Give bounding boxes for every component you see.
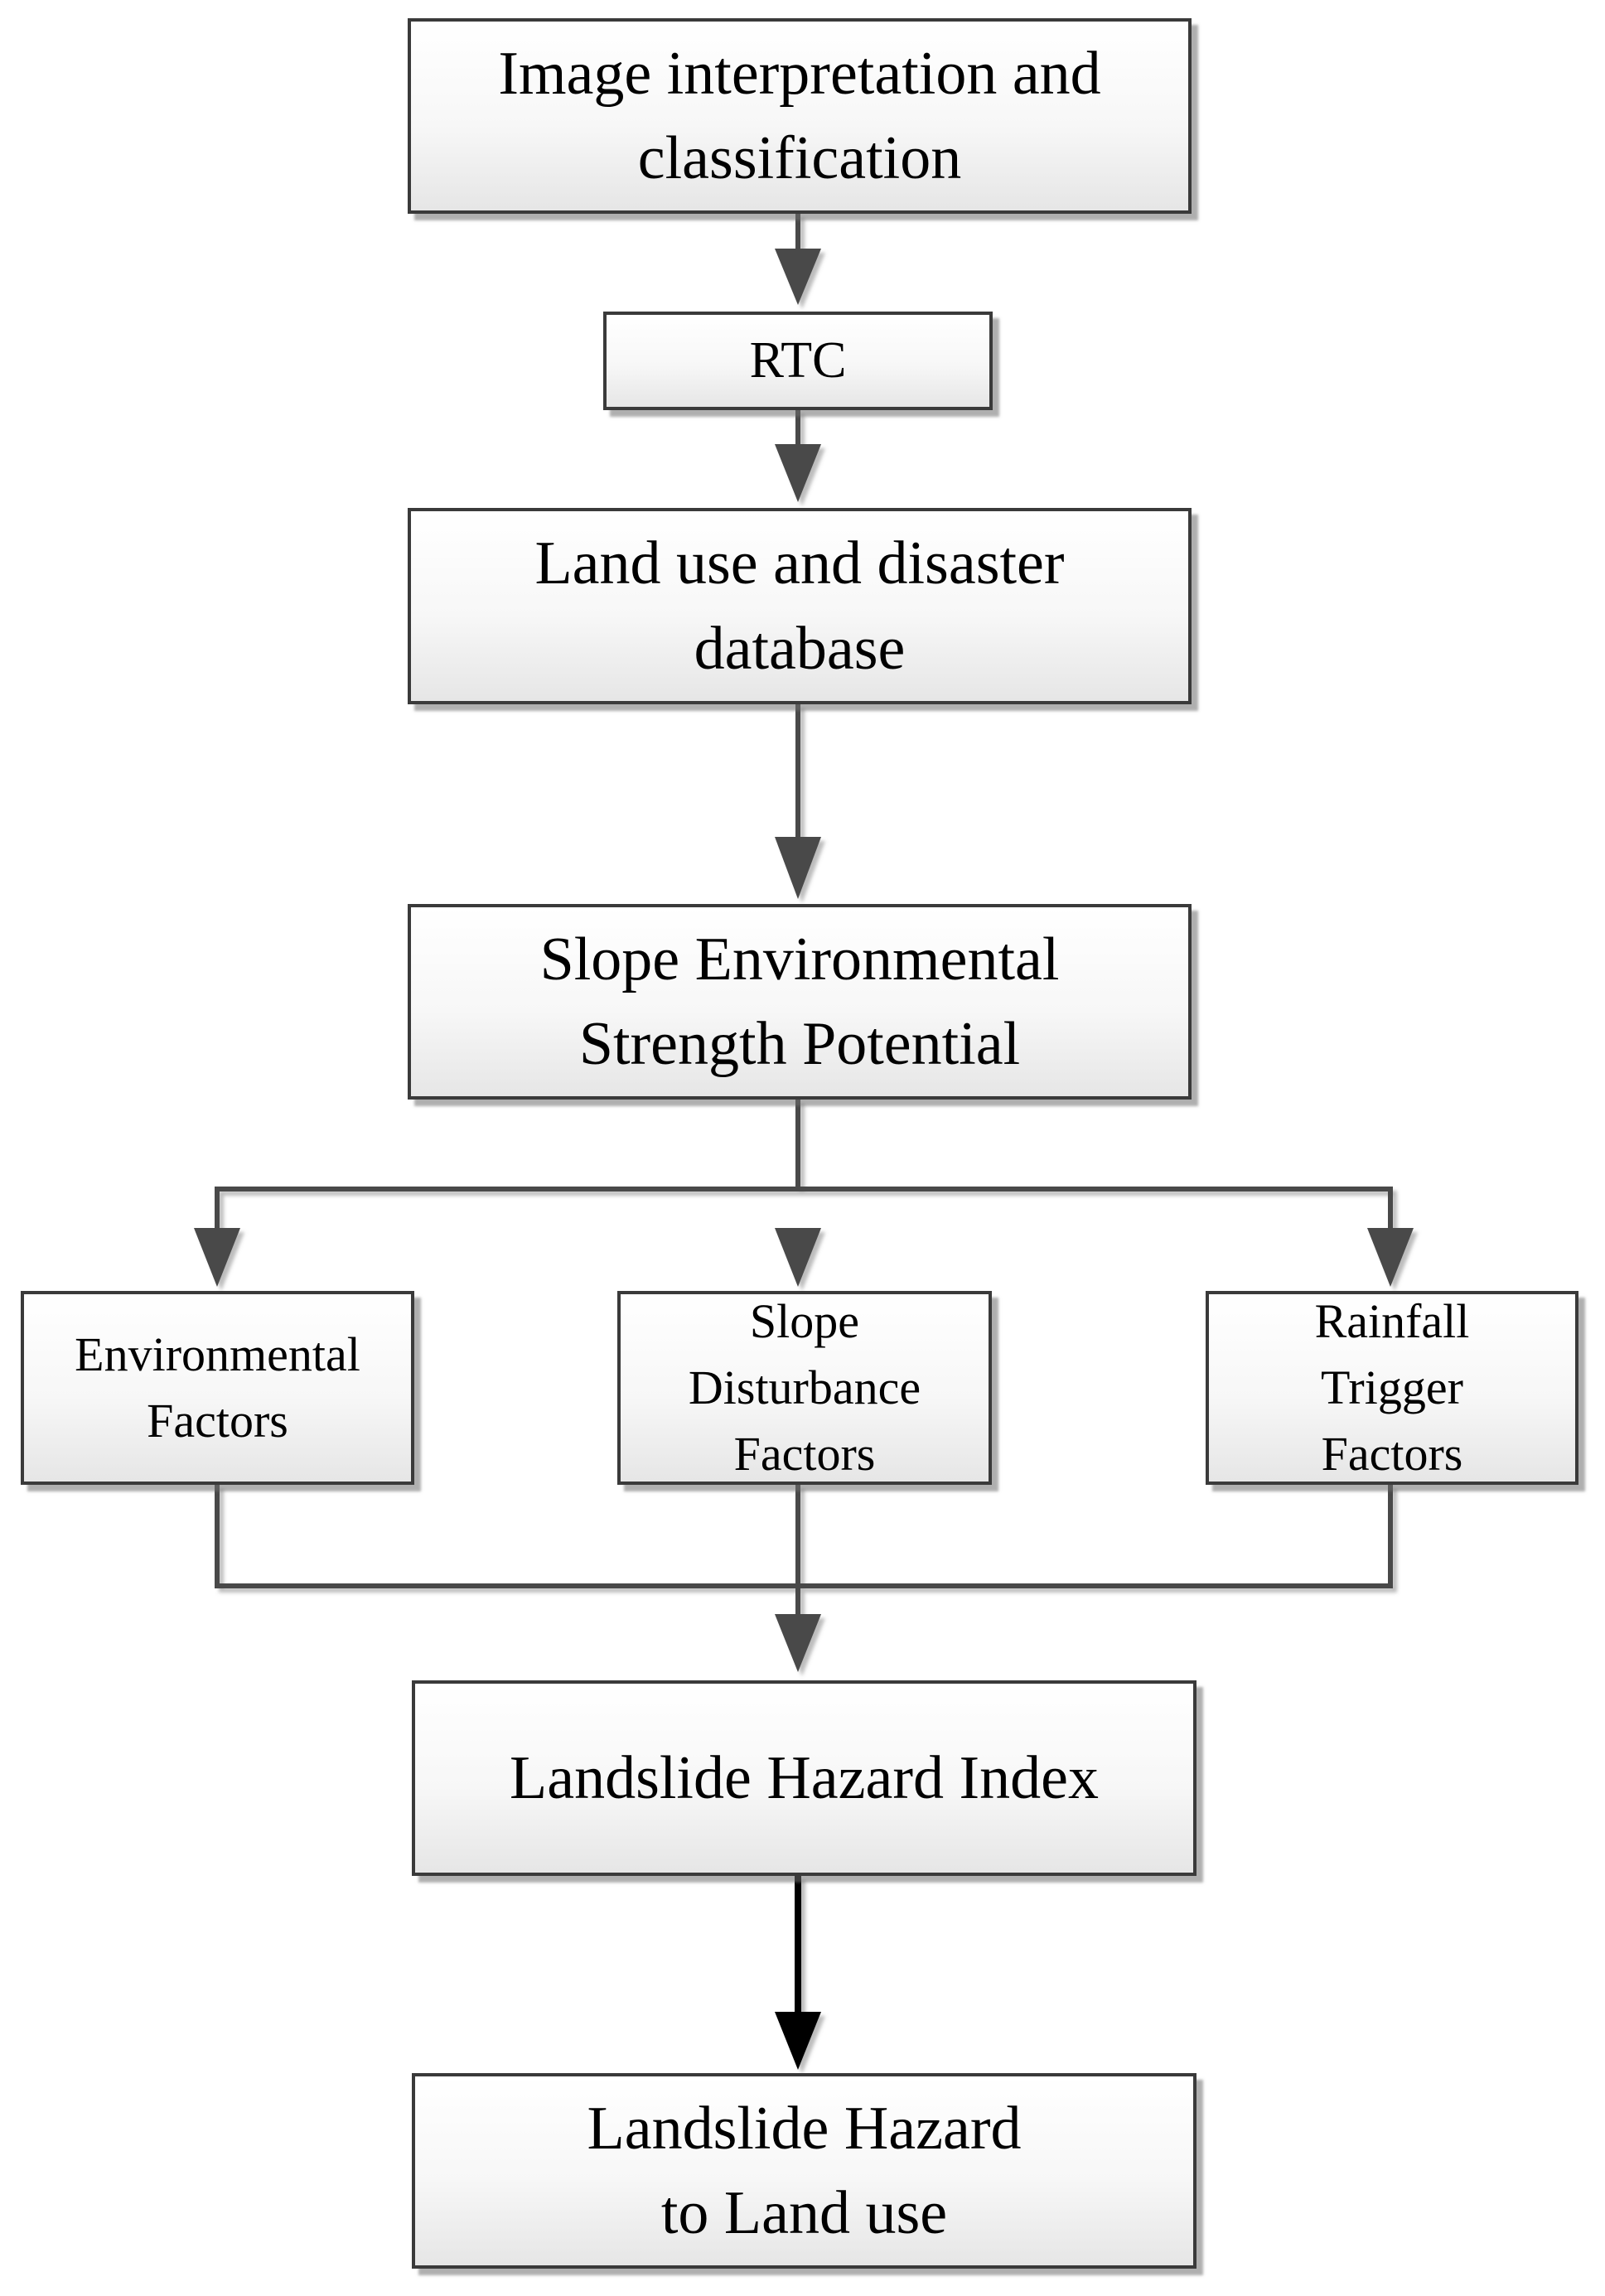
arrow-image-to-rtc xyxy=(775,214,821,305)
arrow-rtc-to-database xyxy=(775,410,821,502)
land-use-database-box: Land use and disaster database xyxy=(408,508,1192,704)
slope-disturbance-factors-box: Slope Disturbance Factors xyxy=(617,1291,992,1485)
arrow-hazard-index-to-land-use xyxy=(775,1876,821,2070)
slope-disturbance-factors-label: Slope Disturbance Factors xyxy=(688,1293,921,1482)
rainfall-trigger-factors-label: Rainfall Trigger Factors xyxy=(1314,1293,1470,1482)
image-interpretation-box: Image interpretation and classification xyxy=(408,18,1192,214)
merge-factors-to-hazard-index xyxy=(215,1485,1393,1672)
image-interpretation-label: Image interpretation and classification xyxy=(498,39,1101,192)
landslide-hazard-index-label: Landslide Hazard Index xyxy=(510,1743,1099,1812)
landslide-hazard-index-box: Landslide Hazard Index xyxy=(412,1680,1196,1876)
rtc-box: RTC xyxy=(603,312,993,410)
slope-potential-box: Slope Environmental Strength Potential xyxy=(408,904,1192,1100)
land-use-database-label: Land use and disaster database xyxy=(534,529,1065,683)
environmental-factors-box: Environmental Factors xyxy=(21,1291,414,1485)
landslide-hazard-land-use-box: Landslide Hazard to Land use xyxy=(412,2073,1196,2269)
environmental-factors-label: Environmental Factors xyxy=(75,1327,360,1448)
branch-slope-potential-to-factors xyxy=(194,1100,1414,1287)
landslide-hazard-land-use-label: Landslide Hazard to Land use xyxy=(587,2094,1022,2247)
arrow-database-to-slope-potential xyxy=(775,704,821,899)
rtc-label: RTC xyxy=(749,332,847,389)
rainfall-trigger-factors-box: Rainfall Trigger Factors xyxy=(1206,1291,1578,1485)
slope-potential-label: Slope Environmental Strength Potential xyxy=(539,925,1060,1078)
